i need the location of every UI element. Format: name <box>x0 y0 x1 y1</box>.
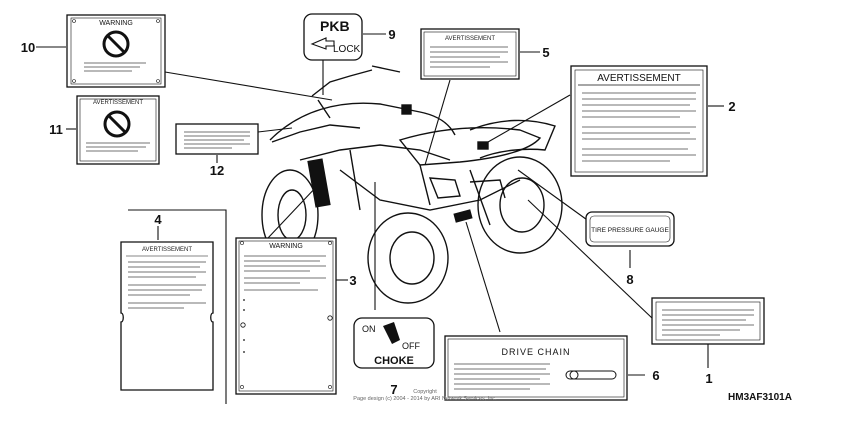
choke-off-text: OFF <box>402 341 420 351</box>
part-number-11: 11 <box>49 122 63 137</box>
decal-4-avertissement: AVERTISSEMENT <box>120 241 214 391</box>
decal-10-warning: WARNING <box>66 14 166 88</box>
part-number-1: 1 <box>705 371 712 386</box>
part-number-6: 6 <box>652 368 659 383</box>
choke-on-text: ON <box>362 324 376 334</box>
part-number-12: 12 <box>210 163 224 178</box>
drive-chain-text: DRIVE CHAIN <box>501 347 570 357</box>
decal-9-pkb-lock: PKB LOCK <box>303 13 363 61</box>
decal-12-blank <box>175 123 259 155</box>
arrow-icon <box>310 37 335 50</box>
part-number-10: 10 <box>21 40 35 55</box>
part-number-3: 3 <box>349 273 356 288</box>
pkb-text: PKB <box>320 18 350 34</box>
decal-5-header: AVERTISSEMENT <box>445 36 495 42</box>
decal-2-avertissement: AVERTISSEMENT <box>570 65 708 177</box>
decal-3-warning: WARNING <box>235 237 337 395</box>
prohibition-icon <box>103 110 131 138</box>
copyright-line-2: Page design (c) 2004 - 2014 by ARI Netwo… <box>353 396 497 402</box>
decal-11-avertissement: AVERTISSEMENT <box>76 95 160 165</box>
decal-2-header: AVERTISSEMENT <box>597 73 681 84</box>
choke-text: CHOKE <box>374 355 414 367</box>
copyright-line-1: Copyright <box>413 389 437 395</box>
part-number-7: 7 <box>390 382 397 397</box>
part-number-2: 2 <box>728 99 735 114</box>
decal-8-tire-gauge: TIRE PRESSURE GAUGE <box>585 211 675 247</box>
prohibition-icon <box>102 30 130 58</box>
part-number-8: 8 <box>626 272 633 287</box>
part-number-5: 5 <box>542 45 549 60</box>
decal-4-header: AVERTISSEMENT <box>142 247 192 253</box>
part-numbers: 1 2 3 4 5 6 7 8 9 10 11 12 <box>21 27 736 397</box>
decal-6-drive-chain: DRIVE CHAIN <box>444 335 628 401</box>
tire-gauge-text: TIRE PRESSURE GAUGE <box>591 227 669 234</box>
decal-1-blank <box>651 297 765 345</box>
leader-lines <box>36 33 724 404</box>
decal-10-header: WARNING <box>99 20 133 27</box>
decal-3-header: WARNING <box>269 243 303 250</box>
diagram-code: HM3AF3101A <box>728 392 792 403</box>
chain-slider-icon <box>565 370 617 380</box>
part-number-9: 9 <box>388 27 395 42</box>
atv-illustration <box>261 65 563 304</box>
lock-text: LOCK <box>333 44 361 55</box>
part-number-4: 4 <box>154 212 162 227</box>
choke-arrow-icon <box>383 322 400 344</box>
decal-5-avertissement: AVERTISSEMENT <box>420 28 520 80</box>
decal-7-choke: ON OFF CHOKE <box>353 317 435 369</box>
decal-11-header: AVERTISSEMENT <box>93 100 143 106</box>
